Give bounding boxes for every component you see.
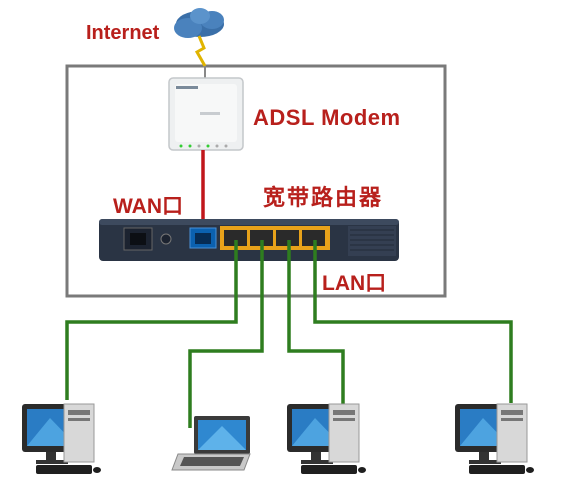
lan-cable-4 [313,240,513,403]
router-label: 宽带路由器 [263,186,384,211]
lan-port-label: LAN口 [322,272,387,295]
lightning-icon [194,35,207,67]
lan-cable-1 [65,240,238,400]
lan-cable-2 [188,240,264,428]
home-network-box [65,64,447,298]
internet-label: Internet [86,22,160,44]
cloud-icon [174,8,224,38]
modem-device [168,77,244,151]
desktop-computer-icon [455,403,534,474]
wan-port-label: WAN口 [113,195,183,218]
desktop-computer-icon [22,403,101,474]
router-device [99,219,399,261]
lan-cables [65,240,513,428]
laptop-icon [171,416,251,471]
adsl-modem-label: ADSL Modem [253,105,401,130]
desktop-computer-icon [287,403,366,474]
lan-cable-3 [287,240,345,405]
